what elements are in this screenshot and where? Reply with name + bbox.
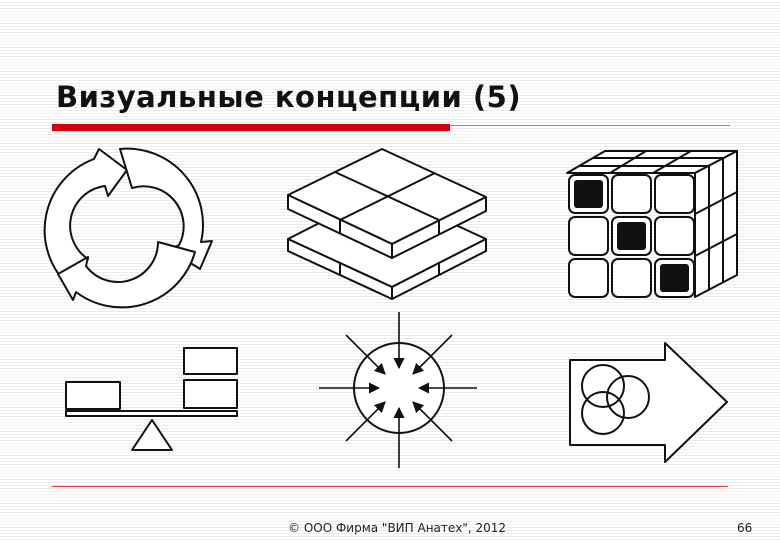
cube-grid-icon <box>566 150 738 298</box>
title-underline <box>52 124 450 131</box>
stacked-layers-icon <box>287 148 487 300</box>
page-number: 66 <box>737 521 753 535</box>
footer-divider <box>52 486 728 487</box>
title-underline-thin <box>450 125 730 126</box>
slide-title: Визуальные концепции (5) <box>56 80 522 114</box>
venn-arrow-icon <box>569 342 728 463</box>
footer-copyright: © ООО Фирма "ВИП Анатех", 2012 <box>288 521 507 535</box>
balance-scale-icon <box>65 347 238 451</box>
cycle-arrows-icon <box>43 147 213 309</box>
converging-arrows-icon <box>319 312 477 468</box>
